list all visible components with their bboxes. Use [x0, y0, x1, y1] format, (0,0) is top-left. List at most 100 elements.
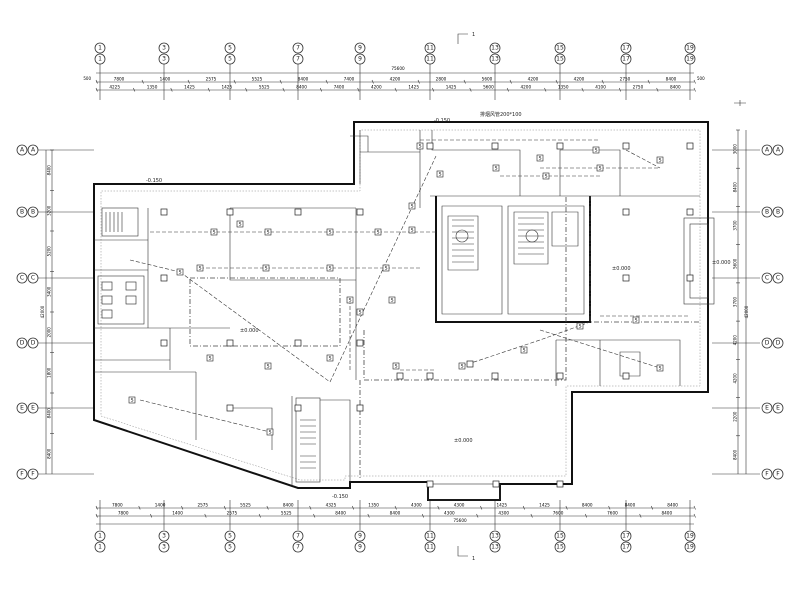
grid-bottom-3-label: 7 — [296, 533, 300, 540]
smoke-detector-icon: S — [382, 264, 390, 272]
dim-top-1-value-5: 7400 — [344, 77, 355, 82]
dim-top-2-tick-6 — [319, 87, 323, 92]
dim-bottom-1-value-5: 4325 — [326, 503, 337, 508]
smoke-detector-icon: S — [374, 228, 382, 236]
smoke-detector-icon: S — [592, 146, 600, 154]
dim-top-2-tick-1 — [133, 87, 136, 92]
stair-bottom — [295, 397, 321, 483]
grid-right-3-label-sub: D — [776, 340, 781, 347]
dim-bottom-2-value-2: 2575 — [227, 511, 238, 516]
smoke-detector-icon: S — [536, 154, 544, 162]
dim-right-value-5: 4200 — [733, 335, 738, 346]
dim-bottom-1-value-6: 1350 — [368, 503, 379, 508]
svg-text:S: S — [265, 266, 268, 272]
column-18 — [686, 208, 694, 216]
dim-bottom-2-tick-2 — [204, 513, 207, 518]
dim-bottom-1-value-9: 1425 — [496, 503, 507, 508]
dim-left-value-1: 3200 — [47, 205, 52, 216]
dim-top-2-tick-end — [693, 87, 696, 92]
dim-bottom-2-value-5: 8400 — [390, 511, 401, 516]
dim-bottom-2-tick-end — [693, 513, 696, 518]
grid-top-3-label-sub: 7 — [296, 56, 300, 63]
svg-text:S: S — [359, 310, 362, 316]
dim-top-2-tick-13 — [581, 87, 584, 92]
dim-bottom-1-value-11: 8400 — [582, 503, 593, 508]
smoke-detector-icon: S — [196, 264, 204, 272]
dim-top-1-tick-2 — [187, 79, 190, 84]
dim-top-1-tick-end — [693, 79, 696, 84]
grid-right-1-label: B — [765, 209, 769, 216]
dim-top-2-value-6: 7400 — [334, 85, 345, 90]
dim-top-1-value-1: 1400 — [160, 77, 171, 82]
smoke-detector-icon: S — [542, 172, 550, 180]
dim-bottom-1-value-7: 4300 — [411, 503, 422, 508]
grid-left-4-label: E — [20, 405, 24, 412]
grid-top-0-label: 1 — [98, 45, 102, 52]
dim-bottom-1-tick-7 — [394, 505, 397, 510]
dim-bottom-1-tick-11 — [565, 505, 568, 510]
dim-bottom-1-value-2: 2575 — [197, 503, 208, 508]
svg-text:S: S — [411, 228, 414, 234]
column-14 — [556, 142, 564, 150]
dim-right-value-2: 3700 — [733, 220, 738, 231]
grid-right-1-label-sub: B — [776, 209, 780, 216]
svg-text:S: S — [545, 174, 548, 180]
svg-text:S: S — [495, 166, 498, 172]
column-22 — [491, 372, 499, 380]
duct-label: 排烟风管200*100 — [480, 111, 522, 118]
grid-left-5-label-sub: F — [31, 471, 35, 478]
smoke-detector-icon: S — [236, 220, 244, 228]
dim-bottom-1-tick-1 — [138, 505, 141, 510]
dim-right-value-1: 8400 — [733, 182, 738, 193]
dim-bottom-1-tick-0 — [95, 505, 98, 510]
grid-left-2-label-sub: C — [31, 275, 35, 282]
grid-left-2-label: C — [20, 275, 24, 282]
grid-top-1: 33 — [158, 42, 170, 65]
dim-right-value-4: 3700 — [733, 296, 738, 307]
grid-top-0: 11 — [94, 42, 106, 65]
dim-top-2-value-7: 4200 — [371, 85, 382, 90]
smoke-detector-icon: S — [576, 322, 584, 330]
smoke-detector-icon: S — [206, 354, 214, 362]
dim-top-2-tick-10 — [469, 87, 472, 92]
smoke-detector-icon: S — [210, 228, 218, 236]
dim-bottom-2-tick-9 — [584, 513, 588, 518]
grid-top-6-label: 13 — [491, 45, 499, 52]
dim-bottom-2-value-10: 8400 — [661, 511, 672, 516]
section-mark-top: 1 — [457, 32, 475, 44]
svg-text:S: S — [213, 230, 216, 236]
column-8 — [356, 339, 364, 347]
column-5 — [160, 339, 168, 347]
grid-bottom-1-label: 3 — [162, 533, 166, 540]
dim-bottom-2-tick-10 — [639, 513, 642, 518]
grid-bottom-3-label-sub: 7 — [296, 544, 300, 551]
dim-bottom-1-value-1: 1400 — [155, 503, 166, 508]
grid-top-3: 77 — [292, 42, 304, 65]
grid-right-4-label: E — [765, 405, 769, 412]
stair-core — [452, 217, 544, 263]
smoke-detector-icon: S — [392, 362, 400, 370]
grid-right-3-label: D — [765, 340, 770, 347]
dim-bottom-1-value-0: 7800 — [112, 503, 123, 508]
dim-bottom-2-value-0: 7800 — [118, 511, 129, 516]
grid-left-0-label-sub: A — [31, 147, 36, 154]
grid-right-5-label: F — [765, 471, 769, 478]
grid-bottom-4-label-sub: 9 — [358, 544, 362, 551]
dim-top-2-tick-7 — [357, 87, 360, 92]
grid-left-3-label: D — [20, 340, 25, 347]
section-mark-bottom-label: 1 — [472, 556, 475, 562]
grid-top-4-label-sub: 9 — [358, 56, 362, 63]
smoke-detector-icon: S — [408, 202, 416, 210]
dim-bottom-2-value-8: 7600 — [553, 511, 564, 516]
grid-top-9-label-sub: 19 — [686, 56, 694, 63]
column-6 — [226, 339, 234, 347]
